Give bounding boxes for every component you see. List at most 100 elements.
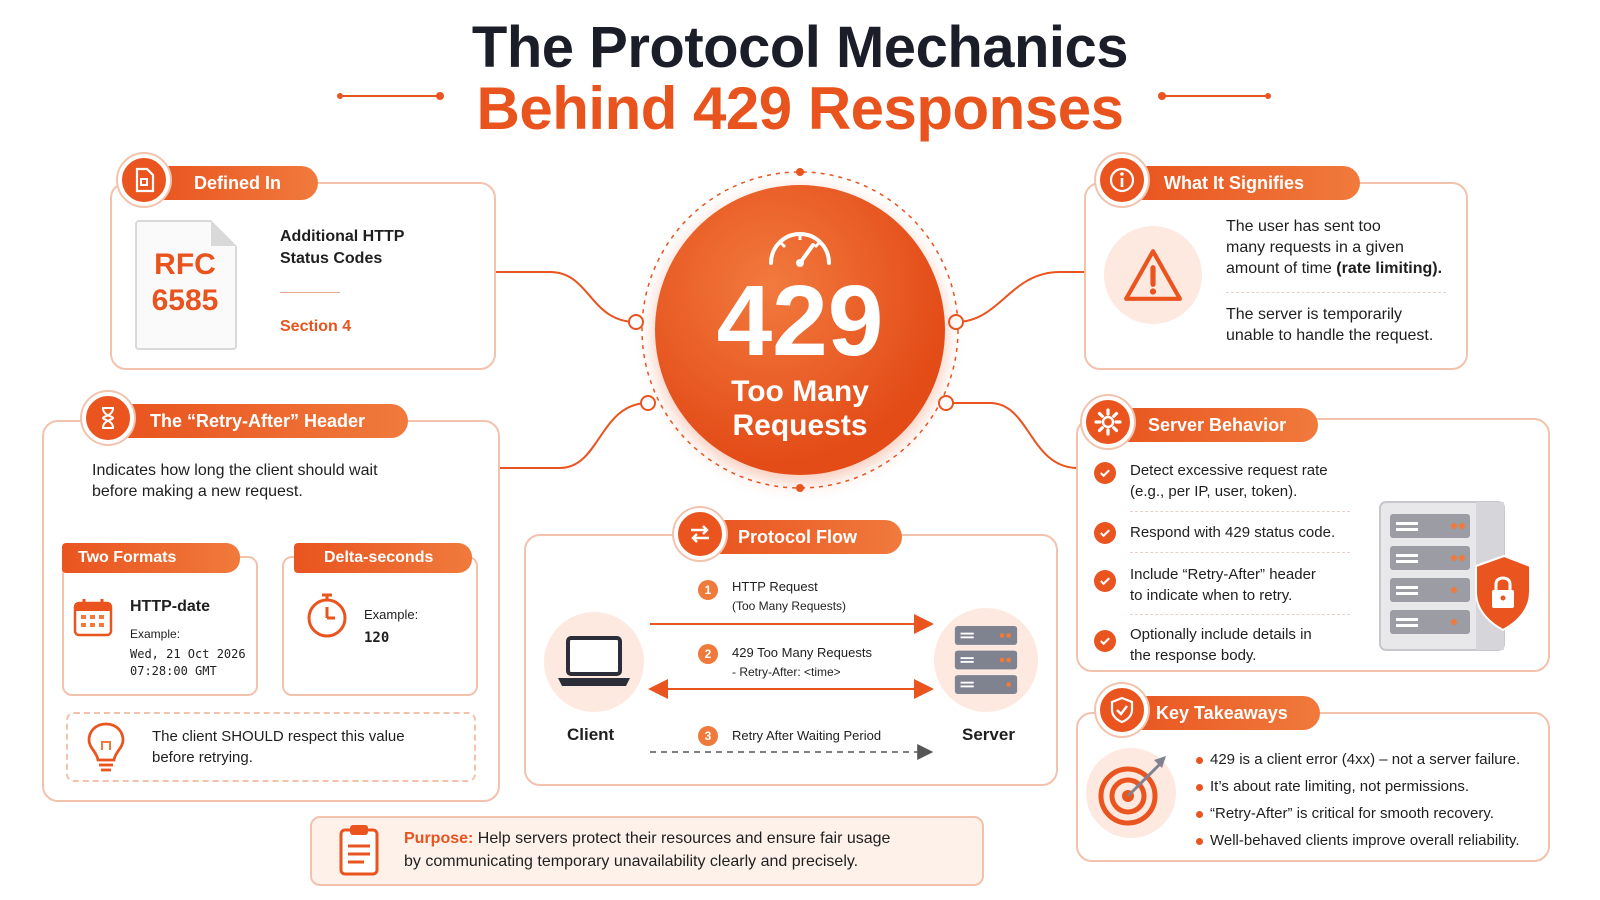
calendar-icon (73, 599, 113, 637)
client-laptop-icon (544, 612, 644, 712)
server-behavior-item-1-line2: (e.g., per IP, user, token). (1130, 483, 1298, 500)
target-icon (1086, 748, 1176, 838)
purpose-label: Purpose: (404, 830, 474, 847)
check-icon (1094, 462, 1116, 484)
rfc-label: RFC (154, 248, 216, 281)
server-behavior-item-1-line1: Detect excessive request rate (1130, 462, 1328, 479)
section-label: Section 4 (280, 318, 352, 335)
status-code: 429 (716, 265, 884, 377)
stopwatch-icon (307, 593, 347, 638)
title-line-1: The Protocol Mechanics (471, 15, 1129, 80)
two-formats-text: Two Formats (78, 549, 177, 566)
retry-after-header-label: The “Retry-After” Header (150, 411, 366, 431)
retry-note-card (66, 712, 476, 782)
server-behavior-header-label: Server Behavior (1148, 415, 1287, 435)
http-date-title: HTTP-date (130, 598, 210, 615)
status-circle-429: 429 Too Many Requests (655, 185, 945, 475)
retry-note-line2: before retrying. (152, 749, 253, 766)
server-divider-2 (1130, 552, 1350, 553)
status-label-line-1: Too Many (731, 375, 869, 408)
key-takeaways-header: Key Takeaways (1116, 696, 1320, 730)
status-label-line-2: Requests (732, 409, 868, 442)
http-date-example-line1: Wed, 21 Oct 2026 (130, 647, 246, 661)
signifies-p1-line3: amount of time (rate limiting). (1226, 258, 1442, 279)
retry-desc-line1: Indicates how long the client should wai… (92, 462, 378, 479)
delta-seconds-card (282, 556, 478, 696)
lightbulb-icon (87, 722, 125, 772)
rfc-number: 6585 (151, 284, 219, 317)
server-rack-lock-icon (1379, 501, 1531, 651)
purpose-line1: Purpose: Help servers protect their reso… (404, 828, 890, 849)
takeaway-bullet (1196, 784, 1203, 791)
step-2-number: 2 (698, 644, 718, 664)
flow-arrows (648, 614, 934, 760)
swap-icon (674, 508, 726, 560)
step-1-line2: (Too Many Requests) (732, 599, 847, 613)
rfc-document-graphic: RFC 6585 (135, 220, 237, 350)
signifies-p2-line2: unable to handle the request. (1226, 327, 1434, 344)
defined-in-header-label: Defined In (194, 173, 282, 193)
takeaway-2: It’s about rate limiting, not permission… (1210, 778, 1470, 795)
server-behavior-item-4-line2: the response body. (1130, 647, 1257, 664)
retry-desc-line2: before making a new request. (92, 483, 303, 500)
purpose-line1-text: Help servers protect their resources and… (473, 830, 891, 847)
retry-note-line1: The client SHOULD respect this value (152, 728, 405, 745)
doc-title-line-2: Status Codes (280, 250, 383, 267)
doc-title-line-1: Additional HTTP (280, 228, 405, 245)
server-behavior-item-4-line1: Optionally include details in (1130, 626, 1312, 643)
signifies-divider (1226, 292, 1446, 293)
step-2-line1: 429 Too Many Requests (732, 645, 872, 660)
server-divider-1 (1130, 511, 1350, 512)
retry-after-header: The “Retry-After” Header (120, 404, 408, 438)
signifies-p2-line1: The server is temporarily (1226, 306, 1403, 323)
delta-example-value: 120 (364, 630, 390, 646)
check-icon (1094, 522, 1116, 544)
step-2-line2: - Retry-After: <time> (732, 665, 841, 679)
step-3-line1: Retry After Waiting Period (732, 728, 882, 743)
signifies-p1-line3-a: amount of time (1226, 260, 1337, 277)
step-1-number: 1 (698, 580, 718, 600)
info-icon (1096, 154, 1148, 206)
server-behavior-header: Server Behavior (1108, 408, 1318, 442)
signifies-p1-line2: many requests in a given (1226, 239, 1404, 256)
protocol-flow-header: Protocol Flow (702, 520, 902, 554)
server-behavior-item-3-line2: to indicate when to retry. (1130, 587, 1293, 604)
warning-icon (1104, 226, 1202, 324)
key-takeaways-header-label: Key Takeaways (1156, 703, 1288, 723)
delta-example-label: Example: (364, 607, 419, 622)
signifies-p1-line1: The user has sent too (1226, 218, 1381, 235)
delta-seconds-label: Delta-seconds (294, 543, 472, 573)
signifies-header: What It Signifies (1124, 166, 1360, 200)
purpose-banner (310, 816, 984, 886)
step-1-line1: HTTP Request (732, 579, 818, 594)
takeaway-3: “Retry-After” is critical for smooth rec… (1210, 805, 1494, 822)
check-icon (1094, 630, 1116, 652)
takeaway-4: Well-behaved clients improve overall rel… (1210, 832, 1520, 849)
check-icon (1094, 570, 1116, 592)
server-behavior-item-2-line1: Respond with 429 status code. (1130, 524, 1336, 541)
client-label: Client (567, 725, 615, 744)
step-3-number: 3 (698, 726, 718, 746)
takeaway-1: 429 is a client error (4xx) – not a serv… (1210, 751, 1521, 768)
signifies-header-label: What It Signifies (1164, 173, 1305, 193)
gear-icon (1082, 396, 1134, 448)
document-icon (118, 154, 170, 206)
takeaway-bullet (1196, 838, 1203, 845)
two-formats-label: Two Formats (62, 543, 240, 573)
shield-check-icon (1096, 684, 1148, 736)
http-date-example-label: Example: (130, 627, 181, 641)
takeaway-bullet (1196, 757, 1203, 764)
takeaway-bullet (1196, 811, 1203, 818)
server-icon (934, 608, 1038, 712)
hourglass-icon (82, 392, 134, 444)
server-behavior-item-3-line1: Include “Retry-After” header (1130, 566, 1316, 583)
server-label: Server (962, 725, 1015, 744)
signifies-rate-limiting: (rate limiting). (1336, 260, 1443, 277)
delta-seconds-text: Delta-seconds (324, 549, 434, 566)
server-divider-3 (1130, 614, 1350, 615)
clipboard-icon (339, 825, 379, 876)
speedometer-icon (769, 232, 831, 267)
title-line-2: Behind 429 Responses (476, 75, 1124, 142)
defined-in-header: Defined In (150, 166, 318, 200)
protocol-flow-header-label: Protocol Flow (738, 527, 857, 547)
